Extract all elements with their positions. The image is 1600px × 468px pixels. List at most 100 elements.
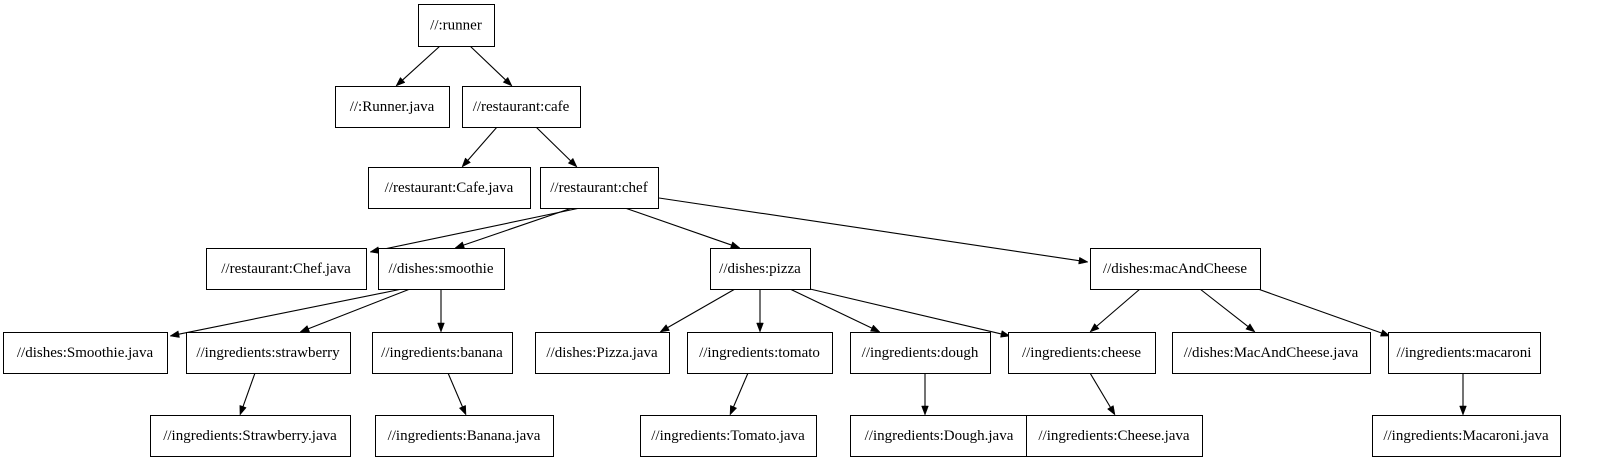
edge-arrowhead <box>659 324 670 333</box>
edge-line <box>1096 288 1141 327</box>
edge-line <box>789 288 873 329</box>
node-label: //restaurant:Cafe.java <box>385 180 514 196</box>
node-box[interactable] <box>368 167 531 209</box>
graph-node-dishes-smoothie-java[interactable]: //dishes:Smoothie.java <box>3 332 168 374</box>
edge-arrowhead <box>169 330 180 338</box>
graph-edge <box>809 288 1011 338</box>
graph-node-ing-dough-java[interactable]: //ingredients:Dough.java <box>850 415 1029 457</box>
edge-line <box>447 372 463 407</box>
graph-node-restaurant-chef-java[interactable]: //restaurant:Chef.java <box>206 248 367 290</box>
graph-edge <box>729 372 749 416</box>
graph-edge <box>395 45 441 87</box>
graph-edge <box>437 289 445 333</box>
edge-arrowhead <box>730 241 741 249</box>
graph-edge <box>624 207 741 249</box>
graph-node-restaurant-cafe[interactable]: //restaurant:cafe <box>462 86 581 128</box>
graph-node-restaurant-cafe-java[interactable]: //restaurant:Cafe.java <box>368 167 531 209</box>
node-box[interactable] <box>1388 332 1541 374</box>
graph-edge <box>447 372 467 416</box>
edge-arrowhead <box>437 322 445 333</box>
graph-node-ing-banana[interactable]: //ingredients:banana <box>372 332 513 374</box>
node-box[interactable] <box>206 248 367 290</box>
graph-edge <box>299 288 411 333</box>
edge-line <box>308 288 411 330</box>
edge-arrowhead <box>1000 330 1011 338</box>
graph-node-dishes-smoothie[interactable]: //dishes:smoothie <box>378 248 505 290</box>
graph-node-runner[interactable]: //:runner <box>418 4 495 47</box>
graph-node-restaurant-chef[interactable]: //restaurant:chef <box>540 167 659 209</box>
node-box[interactable] <box>1008 332 1156 374</box>
edge-line <box>467 126 498 161</box>
node-label: //ingredients:Dough.java <box>865 428 1014 444</box>
edge-arrowhead <box>729 405 738 416</box>
graph-edge <box>1199 288 1256 333</box>
node-label: //restaurant:Chef.java <box>221 261 351 277</box>
node-box[interactable] <box>150 415 351 457</box>
edge-line <box>242 372 256 407</box>
edge-line <box>667 288 736 329</box>
edge-line <box>178 288 403 335</box>
edge-line <box>378 207 581 251</box>
node-box[interactable] <box>186 332 351 374</box>
node-box[interactable] <box>462 86 581 128</box>
node-label: //ingredients:strawberry <box>196 345 340 361</box>
node-box[interactable] <box>535 332 670 374</box>
graph-nodes-layer: //:runner //:Runner.java //restaurant:cafe… <box>3 4 1561 457</box>
graph-node-ing-dough[interactable]: //ingredients:dough <box>850 332 991 374</box>
node-box[interactable] <box>3 332 168 374</box>
graph-node-ing-macaroni[interactable]: //ingredients:macaroni <box>1388 332 1541 374</box>
node-box[interactable] <box>1372 415 1561 457</box>
edge-arrowhead <box>567 157 578 168</box>
node-box[interactable] <box>1172 332 1371 374</box>
graph-node-ing-banana-java[interactable]: //ingredients:Banana.java <box>375 415 554 457</box>
node-label: //ingredients:dough <box>862 345 979 361</box>
graph-node-ing-macaroni-java[interactable]: //ingredients:Macaroni.java <box>1372 415 1561 457</box>
node-label: //dishes:Smoothie.java <box>17 345 154 361</box>
graph-node-ing-strawberry[interactable]: //ingredients:strawberry <box>186 332 351 374</box>
node-label: //dishes:Pizza.java <box>546 345 658 361</box>
node-box[interactable] <box>640 415 817 457</box>
graph-node-ing-tomato-java[interactable]: //ingredients:Tomato.java <box>640 415 817 457</box>
node-label: //ingredients:Cheese.java <box>1038 428 1190 444</box>
node-label: //restaurant:chef <box>550 180 647 196</box>
node-box[interactable] <box>418 4 495 47</box>
edge-line <box>463 207 573 246</box>
graph-node-dishes-mac-java[interactable]: //dishes:MacAndCheese.java <box>1172 332 1371 374</box>
graph-edges-layer <box>169 45 1467 416</box>
edge-arrowhead <box>1089 323 1100 333</box>
edge-arrowhead <box>756 322 764 333</box>
node-box[interactable] <box>1026 415 1203 457</box>
node-box[interactable] <box>372 332 513 374</box>
node-box[interactable] <box>687 332 833 374</box>
graph-node-ing-cheese[interactable]: //ingredients:cheese <box>1008 332 1156 374</box>
node-box[interactable] <box>335 86 450 128</box>
graph-node-ing-cheese-java[interactable]: //ingredients:Cheese.java <box>1026 415 1203 457</box>
graph-node-dishes-macandcheese[interactable]: //dishes:macAndCheese <box>1090 248 1261 290</box>
graph-edge <box>658 197 1089 265</box>
node-box[interactable] <box>1090 248 1261 290</box>
node-box[interactable] <box>378 248 505 290</box>
edge-line <box>402 45 441 81</box>
node-box[interactable] <box>375 415 554 457</box>
edge-arrowhead <box>502 76 513 87</box>
graph-edge <box>789 288 881 333</box>
graph-node-runner-java[interactable]: //:Runner.java <box>335 86 450 128</box>
edge-arrowhead <box>299 325 310 333</box>
graph-edge <box>659 288 736 333</box>
node-label: //ingredients:Macaroni.java <box>1383 428 1549 444</box>
node-label: //ingredients:cheese <box>1022 345 1141 361</box>
edge-arrowhead <box>395 76 406 87</box>
graph-node-ing-strawberry-java[interactable]: //ingredients:Strawberry.java <box>150 415 351 457</box>
node-label: //ingredients:macaroni <box>1397 345 1532 361</box>
node-box[interactable] <box>540 167 659 209</box>
graph-node-ing-tomato[interactable]: //ingredients:tomato <box>687 332 833 374</box>
edge-line <box>1089 372 1111 408</box>
graph-edge <box>469 45 513 87</box>
node-box[interactable] <box>850 332 991 374</box>
graph-edge <box>369 207 581 254</box>
edge-arrowhead <box>454 241 465 249</box>
graph-node-dishes-pizza[interactable]: //dishes:pizza <box>710 248 811 290</box>
edge-arrowhead <box>921 405 929 416</box>
graph-node-dishes-pizza-java[interactable]: //dishes:Pizza.java <box>535 332 670 374</box>
node-box[interactable] <box>710 248 811 290</box>
